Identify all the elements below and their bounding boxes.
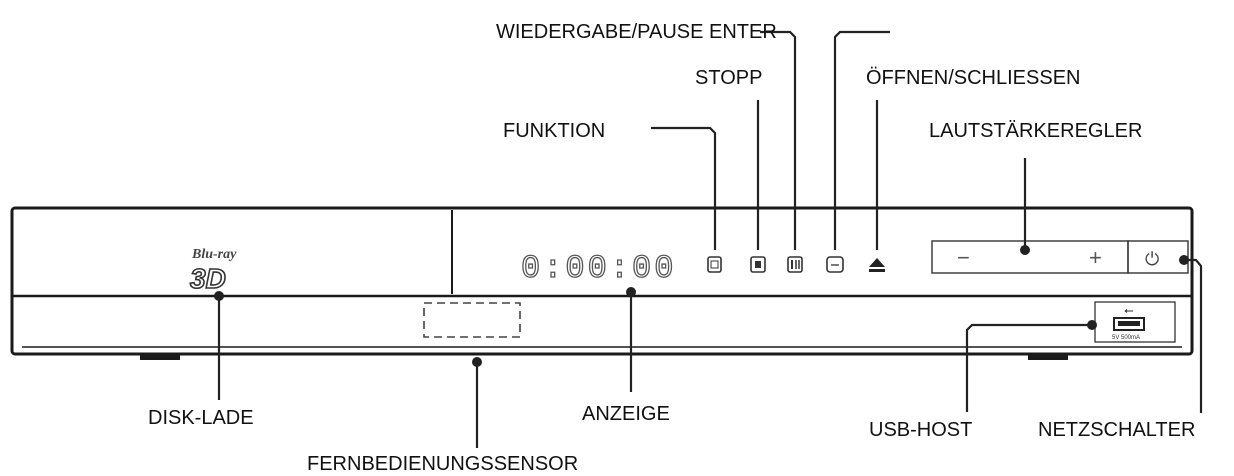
- enter-button[interactable]: [826, 256, 844, 273]
- label-stopp: STOPP: [695, 67, 762, 89]
- label-wiedergabe-pause-enter: WIEDERGABE/PAUSE ENTER: [496, 21, 777, 43]
- volume-minus-button[interactable]: −: [957, 245, 970, 270]
- label-fernbedienungssensor: FERNBEDIENUNGSSENSOR: [307, 453, 578, 475]
- label-netzschalter: NETZSCHALTER: [1038, 419, 1195, 441]
- power-icon: ⏻: [1145, 249, 1159, 270]
- label-anzeige: ANZEIGE: [582, 403, 670, 425]
- eject-button[interactable]: [869, 258, 885, 272]
- label-lautstaerkeregler: LAUTSTÄRKEREGLER: [929, 120, 1142, 142]
- stopp-button[interactable]: [750, 256, 766, 273]
- usb-icon: ⭠: [1124, 303, 1134, 317]
- device-body: [10, 206, 1194, 360]
- volume-plus-button[interactable]: +: [1089, 245, 1102, 270]
- 3d-logo-text: 3D: [190, 263, 226, 294]
- bluray-logo-text: Blu-ray: [191, 247, 237, 262]
- play-pause-button[interactable]: [787, 256, 803, 273]
- usb-port[interactable]: ⭠ 5V 500mA: [1094, 301, 1176, 343]
- leader-lines: [214, 30, 1203, 448]
- label-oeffnen-schliessen: ÖFFNEN/SCHLIESSEN: [866, 67, 1080, 89]
- funktion-button[interactable]: [707, 256, 722, 273]
- label-disk-lade: DISK-LADE: [148, 407, 254, 429]
- label-funktion: FUNKTION: [503, 120, 605, 142]
- volume-control[interactable]: − +: [931, 240, 1129, 274]
- power-switch[interactable]: ⏻: [1127, 240, 1189, 274]
- bluray-3d-logo: Blu-ray 3D: [189, 247, 237, 295]
- label-usb-host: USB-HOST: [869, 419, 972, 441]
- front-display: 0:00:00: [521, 250, 676, 287]
- usb-rating-text: 5V 500mA: [1112, 335, 1140, 341]
- remote-sensor-window: [423, 302, 521, 338]
